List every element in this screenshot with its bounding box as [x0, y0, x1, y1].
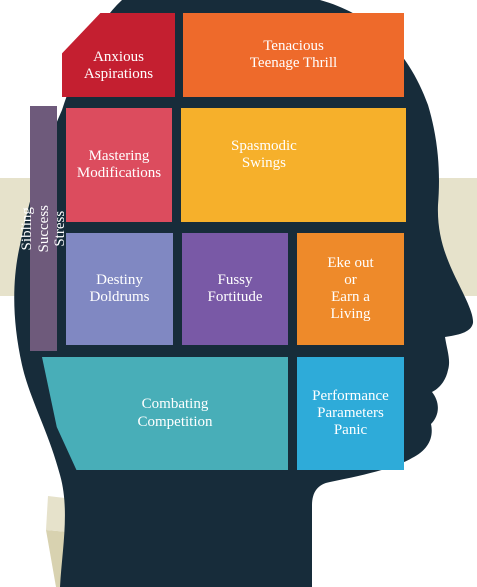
section-mastering-modifications: Mastering Modifications [66, 108, 172, 222]
section-label: Fussy Fortitude [207, 271, 263, 305]
section-fussy-fortitude: Fussy Fortitude [182, 233, 288, 345]
section-sibling-success-stress: Sibling Success Stress [19, 106, 68, 351]
section-label: Performance Parameters Panic [312, 387, 389, 439]
section-combating-competition: Combating Competition [42, 357, 288, 470]
section-destiny-doldrums: Destiny Doldrums [66, 233, 173, 345]
section-label: Tenacious Teenage Thrill [249, 37, 338, 71]
section-performance-parameters-panic: Performance Parameters Panic [297, 357, 404, 470]
section-label: Sibling Success Stress [18, 204, 68, 253]
section-tenacious-teenage-thrill: Tenacious Teenage Thrill [183, 13, 404, 97]
section-anxious-aspirations: Anxious Aspirations [62, 13, 175, 97]
section-label: Mastering Modifications [76, 147, 162, 181]
section-label: Anxious Aspirations [83, 48, 154, 82]
section-label: Destiny Doldrums [89, 271, 150, 305]
section-label: Combating Competition [137, 396, 213, 430]
section-label: Eke out or Earn a Living [327, 254, 374, 323]
section-eke-out-or-earn-a-living: Eke out or Earn a Living [297, 233, 404, 345]
section-spasmodic-swings: Spasmodic Swings [181, 108, 406, 222]
section-label: Spasmodic Swings [231, 138, 297, 172]
